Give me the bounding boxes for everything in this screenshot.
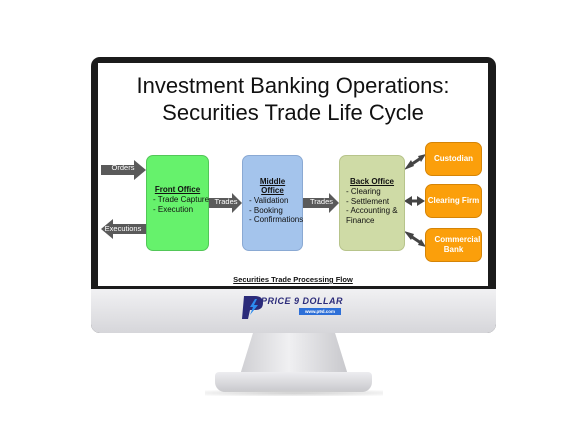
monitor-stand-neck [240, 333, 348, 375]
custodian-label: Custodian [433, 154, 474, 163]
monitor-stand-base [215, 372, 372, 392]
diagram-title-line2: Securities Trade Life Cycle [162, 100, 424, 125]
trades-arrow-middle-back [303, 193, 339, 213]
custodian-box: Custodian [425, 142, 482, 176]
middle-office-title: Middle Office [259, 177, 286, 195]
clearing-firm-label: Clearing Firm [427, 196, 480, 205]
back-office-item: - Settlement [346, 196, 390, 206]
back-office-title: Back Office [349, 177, 395, 186]
back-office-item: - Clearing [346, 187, 381, 196]
monitor-shadow [205, 390, 383, 396]
middle-office-box: Middle Office - Validation - Booking - C… [242, 155, 303, 251]
commercial-bank-label: Commercial Bank [434, 235, 481, 254]
trades-label-middle-back: Trades [309, 197, 334, 206]
brand-logo: PRICE 9 DOLLAR www.p9d.com [241, 293, 345, 321]
executions-label: Executions [104, 224, 142, 233]
back-office-box: Back Office - Clearing - Settlement - Ac… [339, 155, 405, 251]
clearing-firm-box: Clearing Firm [425, 184, 482, 218]
trades-arrow-front-middle [209, 193, 242, 213]
trades-label-front-middle: Trades [214, 197, 238, 206]
logo-p-icon [242, 296, 263, 319]
commercial-bank-box: Commercial Bank [425, 228, 482, 262]
orders-label: Orders [111, 163, 135, 172]
diagram-title-line1: Investment Banking Operations: [136, 73, 450, 98]
orders-arrow [101, 160, 146, 180]
back-office-item: Finance [346, 215, 375, 225]
diagram-caption: Securities Trade Processing Flow [233, 275, 353, 284]
monitor-chin [91, 289, 496, 333]
logo-tagline: www.p9d.com [299, 308, 341, 315]
middle-office-item: - Booking [249, 205, 283, 215]
middle-office-item: - Confirmations [249, 215, 304, 224]
back-office-item: - Accounting & [346, 206, 398, 215]
middle-office-item: - Validation [249, 196, 289, 205]
executions-arrow [101, 219, 146, 239]
front-office-item: - Trade Capture [153, 195, 210, 204]
front-office-box: Front Office - Trade Capture - Execution [146, 155, 209, 251]
front-office-title: Front Office [154, 185, 201, 194]
logo-title: PRICE 9 DOLLAR [261, 296, 344, 306]
front-office-item: - Execution [153, 204, 194, 214]
